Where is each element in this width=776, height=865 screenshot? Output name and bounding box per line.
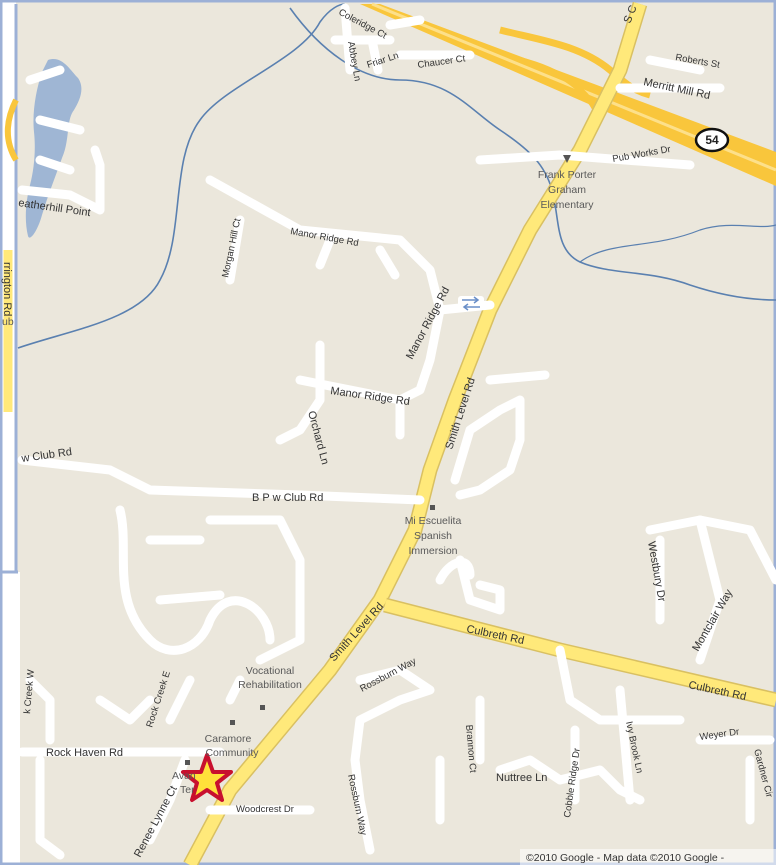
road-label: k Creek W <box>22 669 37 714</box>
stream <box>579 224 776 263</box>
poi-label: Spanish <box>414 530 452 542</box>
left-edge-highway <box>4 98 19 162</box>
poi-label: Graham <box>548 184 586 196</box>
road-label: Rock Haven Rd <box>46 747 123 759</box>
poi-label: Avan <box>172 770 196 782</box>
road-label: Nuttree Ln <box>496 772 547 784</box>
poi-dot-icon <box>260 705 265 710</box>
svg-text:54: 54 <box>705 133 719 147</box>
poi-label: Caramore <box>205 733 252 745</box>
poi-label: Immersion <box>408 545 457 557</box>
smith-level-rd-fill <box>184 2 646 865</box>
stream <box>17 3 346 349</box>
poi-label: ub <box>2 316 14 328</box>
highway-54 <box>360 4 776 186</box>
copyright-backdrop <box>520 849 776 865</box>
road-label: B P w Club Rd <box>252 492 323 504</box>
road-label: Woodcrest Dr <box>236 804 294 815</box>
poi-label: Ter <box>180 784 195 796</box>
poi-markers <box>185 155 571 765</box>
poi-label: Mi Escuelita <box>405 515 462 527</box>
school-icon <box>563 155 571 163</box>
road-label: Brannon Ct <box>463 724 478 773</box>
poi-label: Elementary <box>540 199 594 211</box>
road-label: rrington Rd <box>1 262 13 316</box>
location-star-marker[interactable] <box>181 753 233 802</box>
traffic-direction-icon <box>458 296 484 311</box>
poi-label: Frank Porter <box>538 169 597 181</box>
poi-label: Vocational <box>246 665 294 677</box>
school-icon <box>430 505 435 510</box>
poi-dot-icon <box>185 760 190 765</box>
route-54-shield: 54 <box>694 127 730 153</box>
copyright-text: ©2010 Google - Map data ©2010 Google - <box>526 852 725 864</box>
left-panel-lower <box>0 572 20 865</box>
poi-dot-icon <box>230 720 235 725</box>
poi-label: Rehabilitation <box>238 679 302 691</box>
poi-label: Community <box>205 747 259 759</box>
